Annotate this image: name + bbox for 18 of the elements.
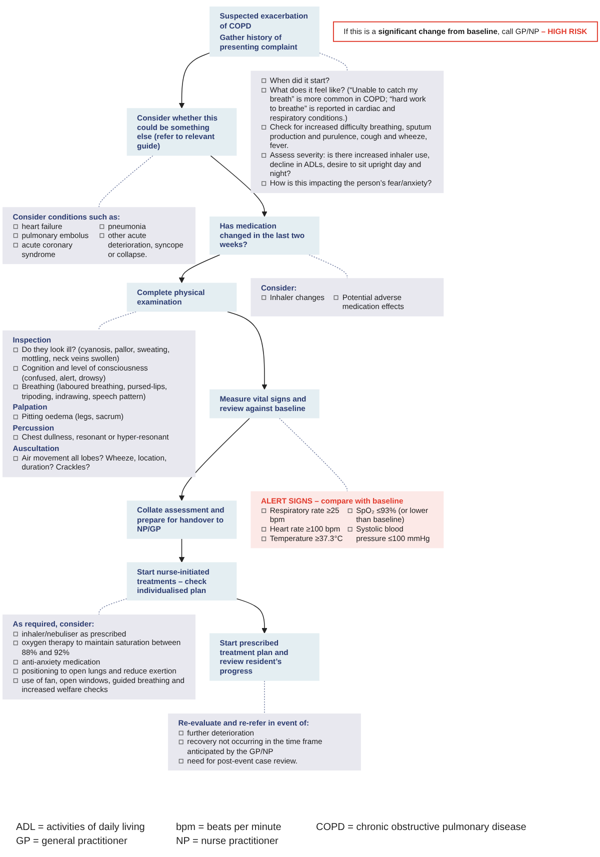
arrow <box>227 311 268 390</box>
abbreviation-note: GP = general practitioner <box>16 836 128 847</box>
abbreviation-note: NP = nurse practitioner <box>176 836 280 847</box>
abbreviation-note: ADL = activities of daily living <box>16 822 146 833</box>
arrow <box>178 418 250 501</box>
connector <box>264 680 265 714</box>
connector <box>308 254 348 279</box>
connector <box>98 155 154 208</box>
connector <box>98 311 136 331</box>
abbreviation-note: COPD = chronic obstructive pulmonary disease <box>316 822 528 833</box>
arrow <box>236 598 268 634</box>
arrow <box>178 52 210 108</box>
arrow <box>178 254 220 284</box>
arrow <box>178 538 185 562</box>
connector <box>98 598 128 615</box>
connector <box>319 52 348 72</box>
connector <box>278 418 348 492</box>
abbreviation-note: bpm = beats per minute <box>176 822 282 833</box>
